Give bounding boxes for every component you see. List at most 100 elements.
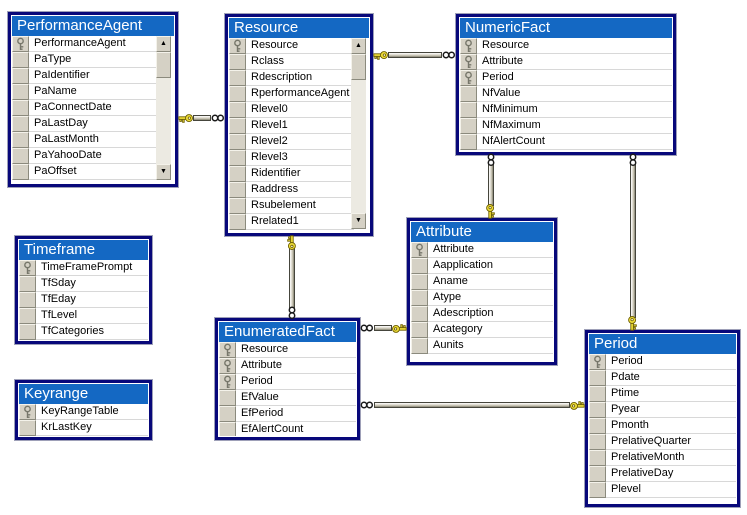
field-row[interactable]: PaIdentifier — [12, 68, 159, 84]
relation-performanceagent-resource[interactable] — [178, 111, 225, 125]
primary-key-icon[interactable] — [219, 358, 236, 374]
field-row[interactable]: TfEday — [19, 292, 148, 308]
primary-key-icon[interactable] — [460, 38, 477, 54]
field-selector-cell[interactable] — [411, 306, 428, 322]
field-row[interactable]: Rlevel0 — [229, 102, 354, 118]
primary-key-icon[interactable] — [229, 38, 246, 54]
field-selector-cell[interactable] — [19, 308, 36, 324]
field-row[interactable]: Attribute — [460, 54, 672, 70]
field-row[interactable]: Pdate — [589, 370, 736, 386]
field-selector-cell[interactable] — [12, 52, 29, 68]
field-row[interactable]: PaLastMonth — [12, 132, 159, 148]
field-row[interactable]: TfLevel — [19, 308, 148, 324]
field-selector-cell[interactable] — [411, 322, 428, 338]
field-row[interactable]: PrelativeMonth — [589, 450, 736, 466]
primary-key-icon[interactable] — [19, 260, 36, 276]
field-row[interactable]: Atype — [411, 290, 553, 306]
field-row[interactable]: Rrelated1 — [229, 214, 354, 230]
scroll-down-button[interactable]: ▼ — [351, 213, 366, 229]
primary-key-icon[interactable] — [589, 354, 606, 370]
field-selector-cell[interactable] — [229, 86, 246, 102]
field-row[interactable]: Pyear — [589, 402, 736, 418]
field-selector-cell[interactable] — [589, 418, 606, 434]
field-selector-cell[interactable] — [589, 386, 606, 402]
field-row[interactable]: PerformanceAgent — [12, 36, 159, 52]
field-selector-cell[interactable] — [219, 406, 236, 422]
field-row[interactable]: KrLastKey — [19, 420, 148, 436]
field-selector-cell[interactable] — [19, 324, 36, 340]
relation-resource-enumeratedfact[interactable] — [284, 235, 299, 320]
field-selector-cell[interactable] — [12, 148, 29, 164]
field-row[interactable]: EfAlertCount — [219, 422, 356, 436]
field-row[interactable]: Period — [219, 374, 356, 390]
field-row[interactable]: Attribute — [411, 242, 553, 258]
scroll-down-button[interactable]: ▼ — [156, 164, 171, 180]
field-row[interactable]: Ridentifier — [229, 166, 354, 182]
relation-period-enumeratedfact[interactable] — [360, 398, 585, 412]
table-title-resource[interactable]: Resource — [229, 18, 369, 38]
field-row[interactable]: Resource — [219, 342, 356, 358]
field-row[interactable]: Period — [460, 70, 672, 86]
field-row[interactable]: PaType — [12, 52, 159, 68]
primary-key-icon[interactable] — [411, 242, 428, 258]
field-selector-cell[interactable] — [589, 402, 606, 418]
table-title-numericfact[interactable]: NumericFact — [460, 18, 672, 38]
field-selector-cell[interactable] — [460, 118, 477, 134]
field-row[interactable]: Aname — [411, 274, 553, 290]
primary-key-icon[interactable] — [19, 404, 36, 420]
field-row[interactable]: PrelativeQuarter — [589, 434, 736, 450]
field-selector-cell[interactable] — [229, 134, 246, 150]
field-row[interactable]: RperformanceAgent — [229, 86, 354, 102]
field-row[interactable]: Resource — [229, 38, 354, 54]
field-row[interactable]: Attribute — [219, 358, 356, 374]
field-row[interactable]: PaOffset — [12, 164, 159, 180]
field-row[interactable]: NfMaximum — [460, 118, 672, 134]
field-selector-cell[interactable] — [229, 102, 246, 118]
field-row[interactable]: Aapplication — [411, 258, 553, 274]
field-row[interactable]: Rclass — [229, 54, 354, 70]
field-selector-cell[interactable] — [12, 132, 29, 148]
field-row[interactable]: NfMinimum — [460, 102, 672, 118]
field-row[interactable]: Acategory — [411, 322, 553, 338]
field-selector-cell[interactable] — [460, 134, 477, 150]
field-selector-cell[interactable] — [589, 370, 606, 386]
primary-key-icon[interactable] — [219, 342, 236, 358]
field-selector-cell[interactable] — [411, 290, 428, 306]
field-selector-cell[interactable] — [460, 102, 477, 118]
field-selector-cell[interactable] — [229, 214, 246, 230]
table-title-enumeratedfact[interactable]: EnumeratedFact — [219, 322, 356, 342]
field-selector-cell[interactable] — [411, 258, 428, 274]
field-selector-cell[interactable] — [589, 450, 606, 466]
field-row[interactable]: Rlevel3 — [229, 150, 354, 166]
relation-resource-numericfact[interactable] — [373, 48, 456, 62]
field-row[interactable]: TfCategories — [19, 324, 148, 340]
field-row[interactable]: TimeFramePrompt — [19, 260, 148, 276]
scrollbar-track[interactable] — [156, 52, 171, 164]
field-row[interactable]: Period — [589, 354, 736, 370]
field-row[interactable]: Rlevel2 — [229, 134, 354, 150]
primary-key-icon[interactable] — [460, 54, 477, 70]
relation-period-numericfact[interactable] — [625, 153, 640, 331]
table-title-performanceagent[interactable]: PerformanceAgent — [12, 16, 174, 36]
field-row[interactable]: PaLastDay — [12, 116, 159, 132]
field-selector-cell[interactable] — [19, 276, 36, 292]
field-row[interactable]: EfPeriod — [219, 406, 356, 422]
field-row[interactable]: Ptime — [589, 386, 736, 402]
primary-key-icon[interactable] — [219, 374, 236, 390]
scroll-up-button[interactable]: ▲ — [351, 38, 366, 54]
field-selector-cell[interactable] — [589, 466, 606, 482]
scrollbar-thumb[interactable] — [156, 52, 171, 78]
relation-attribute-enumeratedfact[interactable] — [360, 321, 407, 335]
vertical-scrollbar[interactable]: ▲▼ — [351, 38, 366, 229]
primary-key-icon[interactable] — [12, 36, 29, 52]
field-selector-cell[interactable] — [229, 54, 246, 70]
table-title-attribute[interactable]: Attribute — [411, 222, 553, 242]
field-selector-cell[interactable] — [229, 118, 246, 134]
table-title-timeframe[interactable]: Timeframe — [19, 240, 148, 260]
field-row[interactable]: Rlevel1 — [229, 118, 354, 134]
